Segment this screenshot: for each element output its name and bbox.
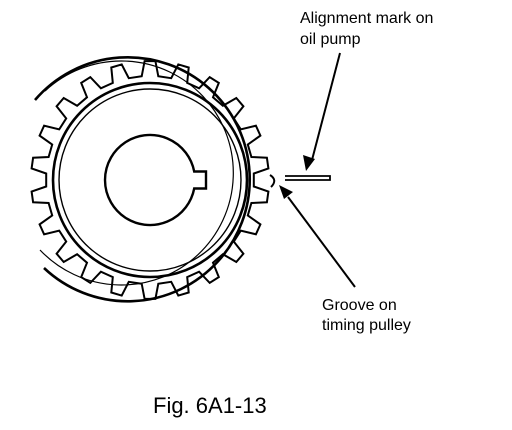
crankshaft-bore-keyway: [103, 133, 208, 227]
groove-leader-arrowhead: [279, 185, 293, 199]
groove-label-line-2: timing pulley: [322, 317, 411, 334]
pulley-hub-ring-outer: [51, 81, 249, 279]
pulley-hub-ring-inner: [58, 88, 242, 272]
figure-caption: Fig. 6A1-13: [153, 393, 267, 418]
timing-pulley-teeth: [30, 60, 270, 300]
alignment-mark-label-line-1: Alignment mark on: [300, 10, 434, 27]
groove-label-line-1: Groove on: [322, 297, 397, 314]
alignment-mark-label-line-2: oil pump: [300, 31, 361, 48]
alignment-leader-line: [311, 52, 341, 161]
alignment-leader-arrowhead: [303, 155, 315, 171]
oil-pump-housing-inner-arc: [39, 60, 234, 286]
oil-pump-housing-outline: [34, 56, 252, 303]
oil-pump-alignment-mark: [285, 175, 331, 181]
groove-leader-line: [287, 196, 356, 288]
pulley-groove-notch: [269, 174, 276, 188]
